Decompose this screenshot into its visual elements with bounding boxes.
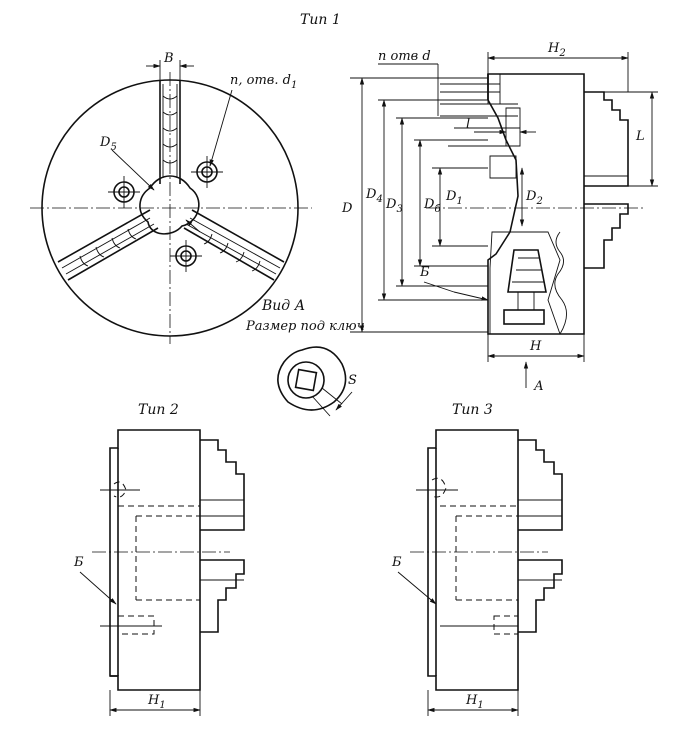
- label-D5: D5: [99, 135, 117, 153]
- label-H: H: [529, 339, 542, 354]
- type2-view: Б H1: [73, 429, 245, 716]
- view-a: Вид А Размер под ключ S: [245, 298, 365, 417]
- label-B: B: [163, 51, 174, 66]
- label-D3: D3: [385, 197, 403, 215]
- label-D4: D4: [365, 187, 383, 205]
- jaw-slot-right: [183, 209, 285, 281]
- type3-label-H1: H1: [465, 693, 484, 711]
- mounting-hole-3: [170, 240, 202, 272]
- label-D1: D1: [445, 189, 463, 207]
- pinion: [507, 249, 547, 293]
- jaw-upper: [584, 91, 629, 187]
- label-holes-n-d: n отв d: [378, 49, 431, 64]
- type2-label-B-cyr: Б: [73, 555, 84, 570]
- label-D6: Dб: [423, 197, 441, 215]
- label-arrow-A: А: [533, 379, 544, 394]
- type3-label-B-cyr: Б: [391, 555, 402, 570]
- label-D2: D2: [525, 189, 543, 207]
- jaw-slot-top: [159, 80, 181, 184]
- label-l: l: [466, 117, 470, 132]
- jaw-slot-left: [57, 209, 159, 281]
- title-type3: Тип 3: [452, 402, 493, 418]
- mounting-hole-1: [108, 176, 140, 208]
- type3-view: Б H1: [391, 429, 563, 716]
- label-holes-n-d1: n, отв. d1: [230, 73, 297, 91]
- side-view-section: D D4 D3 Dб D1 D2 n отв d H2 L l Б: [341, 41, 658, 394]
- label-B-cyr: Б: [419, 265, 430, 280]
- view-a-title: Вид А: [261, 298, 305, 314]
- label-D: D: [341, 201, 353, 216]
- jaw-lower: [584, 203, 629, 269]
- label-key-size-S: S: [348, 373, 357, 388]
- title-type2: Тип 2: [138, 402, 179, 418]
- mounting-hole-2: [191, 156, 223, 188]
- type2-label-H1: H1: [147, 693, 166, 711]
- label-L: L: [635, 129, 645, 144]
- center-bore: [139, 175, 200, 235]
- label-H2: H2: [547, 41, 566, 59]
- view-a-subtitle: Размер под ключ: [245, 319, 365, 334]
- front-view: B n, отв. d1 D5: [30, 51, 312, 344]
- title-type1: Тип 1: [300, 12, 341, 28]
